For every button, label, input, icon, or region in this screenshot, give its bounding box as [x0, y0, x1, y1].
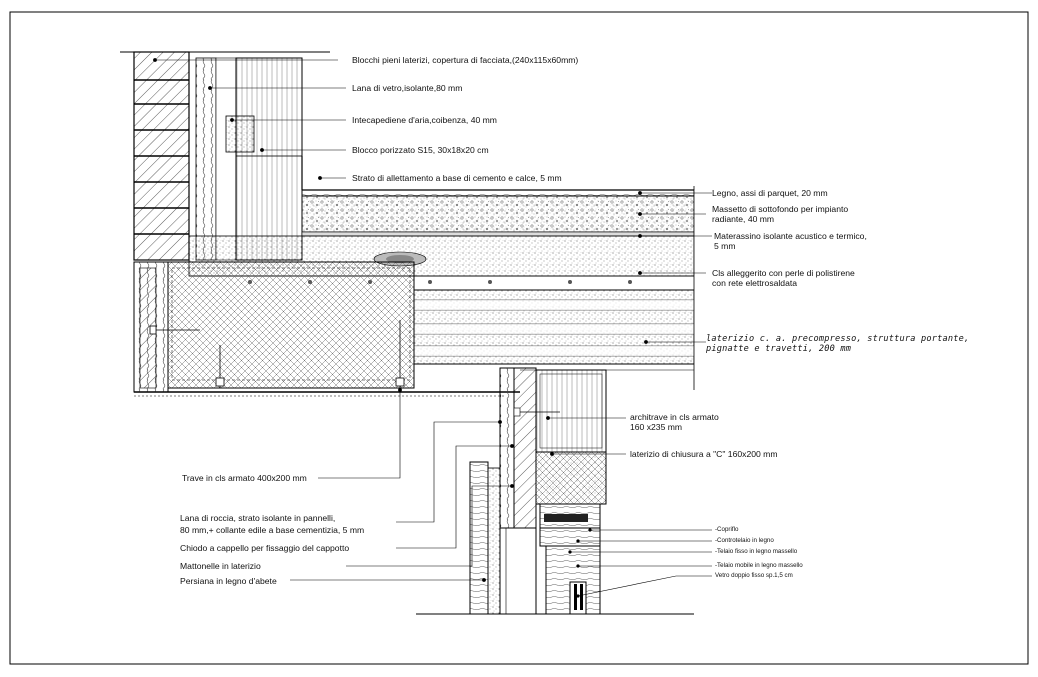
label-persiana: Persiana in legno d'abete [180, 576, 277, 586]
label-blocco-porizzato: Blocco porizzato S15, 30x18x20 cm [352, 145, 489, 155]
label-laterizio-1: laterizio c. a. precompresso, struttura … [706, 334, 970, 344]
brick-facade [120, 51, 330, 261]
label-chiodo-cappello: Chiodo a cappello per fissaggio del capp… [180, 543, 350, 553]
label-laterizio-2: pignatte e travetti, 200 mm [706, 344, 852, 354]
label-vetro-doppio: Vetro doppio fisso sp.1,5 cm [715, 572, 793, 579]
label-copriflo: -Copriflo [715, 526, 739, 533]
label-lana-roccia-1: Lana di roccia, strato isolante in panne… [180, 513, 336, 523]
label-intercapedine: Intecapediene d'aria,coibenza, 40 mm [352, 115, 497, 125]
label-materassino-1: Materassino isolante acustico e termico, [714, 231, 867, 241]
label-lana-roccia-2: 80 mm,+ collante edile a base cementizia… [180, 525, 365, 535]
sheet-border [9, 11, 1029, 665]
label-cls-alleggerito-1: Cls alleggerito con perle di polistirene [712, 268, 855, 278]
label-controtelaio: -Controtelaio in legno [715, 537, 774, 544]
concrete-beam [167, 261, 415, 389]
air-gap [215, 57, 237, 261]
label-laterizio-chiusura: laterizio di chiusura a "C" 160x200 mm [630, 449, 778, 459]
label-legno-parquet: Legno, assi di parquet, 20 mm [712, 188, 828, 198]
lintel-beam [535, 369, 607, 453]
label-massetto-2: radiante, 40 mm [712, 214, 775, 224]
label-trave-cls: Trave in cls armato 400x200 mm [182, 473, 307, 483]
porized-block-wall [235, 57, 303, 261]
label-mattonelle: Mattonelle in laterizio [180, 561, 261, 571]
label-lana-vetro: Lana di vetro,isolante,80 mm [352, 83, 463, 93]
leader-lines [153, 58, 712, 598]
label-telaio-mobile: -Telaio mobile in legno massello [715, 562, 803, 569]
label-blocchi-pieni: Blocchi pieni laterizi, copertura di fac… [352, 55, 579, 65]
label-massetto-1: Massetto di sottofondo per impianto [712, 204, 849, 214]
window-frame [416, 503, 694, 615]
glass-wool-layer [195, 57, 217, 261]
lintel-coat [499, 367, 515, 529]
label-cls-alleggerito-2: con rete elettrosaldata [712, 278, 798, 288]
label-strato-allettamento: Strato di allettamento a base di cemento… [352, 173, 562, 183]
label-telaio-fisso: -Telaio fisso in legno massello [715, 548, 798, 555]
label-materassino-2: 5 mm [714, 241, 736, 251]
label-architrave-2: 160 x235 mm [630, 422, 683, 432]
shutter [469, 461, 489, 615]
label-architrave-1: architrave in cls armato [630, 412, 719, 422]
nail-markers [149, 320, 405, 388]
